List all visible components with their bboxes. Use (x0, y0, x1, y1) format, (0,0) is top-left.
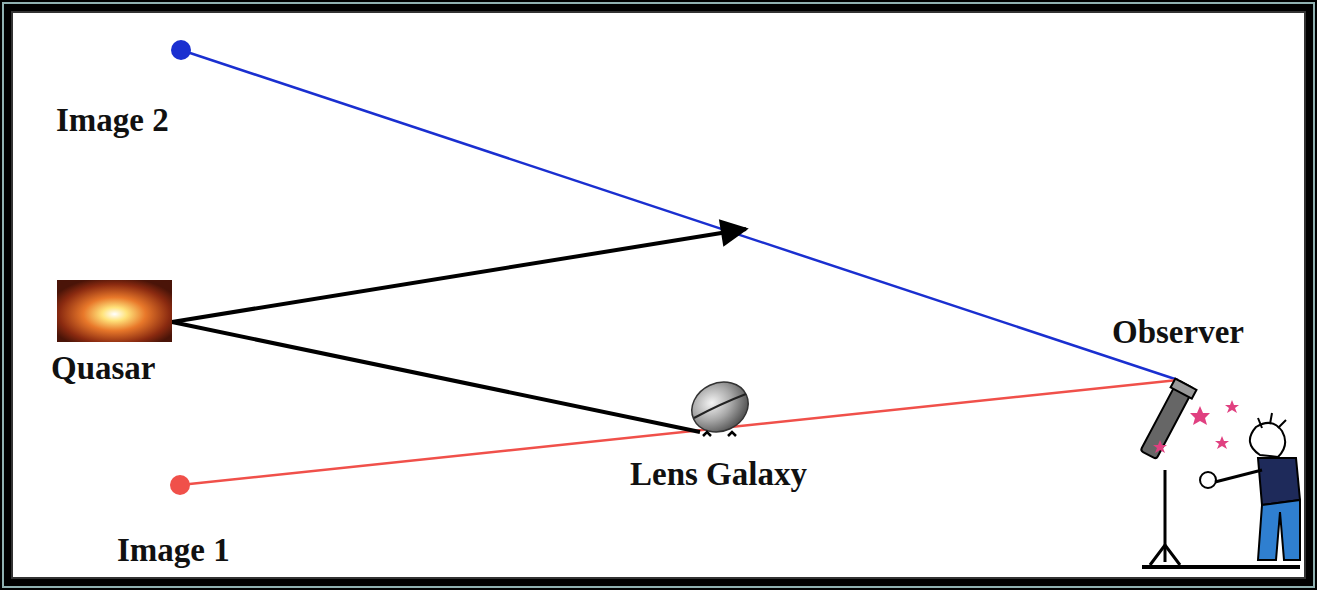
figure-label: Lens Galaxy (628, 456, 809, 492)
light-ray (172, 229, 746, 322)
label-holder: Image 1 (115, 534, 232, 567)
figure-label: Image 2 (54, 102, 171, 138)
panel (12, 12, 1305, 578)
apparent-ray-2 (181, 50, 1178, 380)
label-holder: Quasar (49, 352, 158, 385)
image-dot (171, 40, 191, 60)
label-holder: Lens Galaxy (628, 458, 809, 491)
image-dot (170, 475, 190, 495)
lens-galaxy-picture (684, 373, 757, 441)
figure-label: Observer (1110, 314, 1246, 350)
quasar-picture (57, 280, 172, 342)
light-ray (172, 322, 700, 432)
outer-frame (3, 3, 1314, 587)
figure-label: Quasar (49, 350, 158, 386)
label-holder: Observer (1110, 316, 1246, 349)
figure-label: Image 1 (115, 532, 232, 568)
observer-figure (1138, 379, 1300, 567)
label-holder: Image 2 (54, 104, 171, 137)
